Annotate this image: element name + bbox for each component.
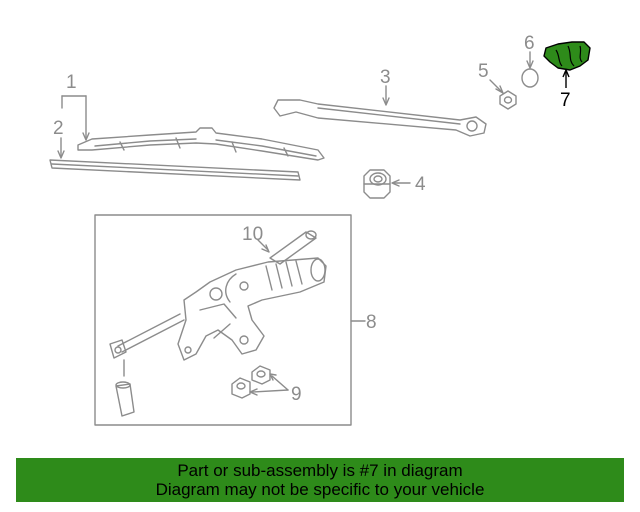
- callout-6: 6: [524, 33, 535, 54]
- callout-4: 4: [415, 174, 426, 195]
- callout-2: 2: [53, 118, 64, 139]
- bushing: [115, 359, 135, 417]
- grommets: [231, 365, 289, 399]
- callout-1: 1: [66, 72, 77, 93]
- blade-insert: [49, 159, 301, 181]
- motor-assembly-box: [94, 214, 366, 426]
- part-info-banner: Part or sub-assembly is #7 in diagram Di…: [16, 458, 624, 502]
- parts-diagram: 1 2 3 4 5 6 7 8 9 10: [49, 33, 591, 426]
- callout-8: 8: [366, 312, 377, 333]
- wiper-arm: [273, 85, 487, 137]
- banner-line-1: Part or sub-assembly is #7 in diagram: [177, 461, 463, 480]
- callout-7: 7: [560, 90, 571, 111]
- wiper-motor: [109, 257, 327, 361]
- highlighted-part-7: [543, 41, 591, 88]
- nut: [489, 79, 517, 110]
- cap: [521, 51, 539, 88]
- callout-leaders-1-2: [57, 95, 90, 159]
- banner-line-2: Diagram may not be specific to your vehi…: [155, 480, 485, 499]
- wiper-blade: [77, 127, 325, 161]
- callout-10: 10: [242, 224, 263, 245]
- grommet-seal: [363, 169, 411, 199]
- callout-5: 5: [478, 61, 489, 82]
- callout-3: 3: [380, 67, 391, 88]
- callout-9: 9: [291, 384, 302, 405]
